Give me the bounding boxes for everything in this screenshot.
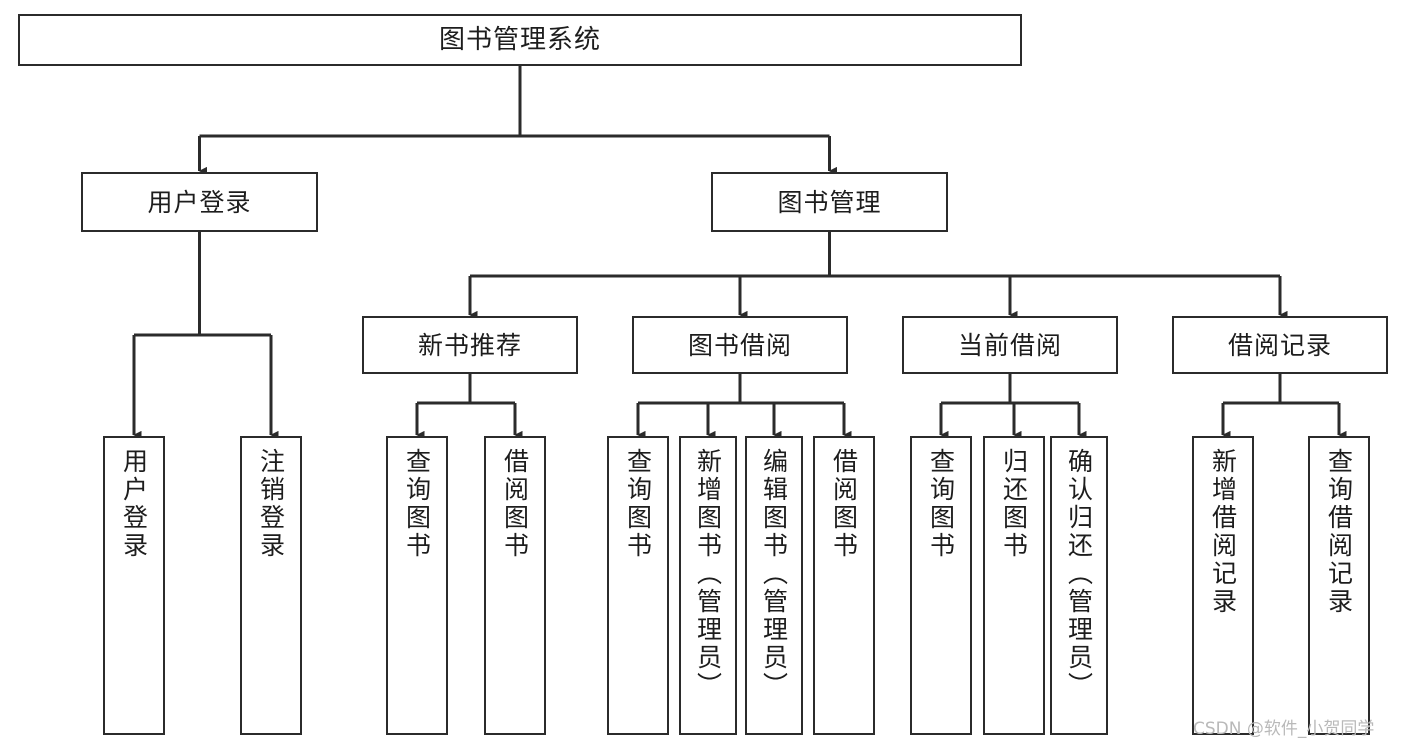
node-leaf-new-query[interactable]: 查询图书 (386, 436, 448, 735)
node-leaf-record-query[interactable]: 查询借阅记录 (1308, 436, 1370, 735)
node-records[interactable]: 借阅记录 (1172, 316, 1388, 374)
node-label-leaf-current-query: 查询图书 (926, 448, 956, 560)
node-leaf-borrow-edit[interactable]: 编辑图书（管理员） (745, 436, 803, 735)
node-label-login: 用户登录 (147, 187, 252, 217)
node-label-leaf-new-borrow: 借阅图书 (500, 448, 530, 560)
node-leaf-current-confirm[interactable]: 确认归还（管理员） (1050, 436, 1108, 735)
csdn-watermark: CSDN @软件_小贺同学 (1193, 719, 1375, 739)
node-label-borrow: 图书借阅 (687, 330, 792, 360)
node-label-leaf-user-login: 用户登录 (119, 448, 149, 560)
node-label-leaf-current-return: 归还图书 (999, 448, 1029, 560)
node-root[interactable]: 图书管理系统 (18, 14, 1022, 66)
node-bookmgmt[interactable]: 图书管理 (711, 172, 948, 232)
node-leaf-new-borrow[interactable]: 借阅图书 (484, 436, 546, 735)
node-label-leaf-borrow-query: 查询图书 (623, 448, 653, 560)
node-label-newbook: 新书推荐 (417, 330, 522, 360)
node-label-records: 借阅记录 (1227, 330, 1332, 360)
node-label-leaf-current-confirm: 确认归还（管理员） (1064, 448, 1094, 700)
node-current[interactable]: 当前借阅 (902, 316, 1118, 374)
node-label-current: 当前借阅 (957, 330, 1062, 360)
node-label-leaf-borrow-do: 借阅图书 (829, 448, 859, 560)
node-label-leaf-borrow-add: 新增图书（管理员） (693, 448, 723, 700)
node-leaf-borrow-do[interactable]: 借阅图书 (813, 436, 875, 735)
node-label-leaf-borrow-edit: 编辑图书（管理员） (759, 448, 789, 700)
connector-lines (132, 66, 1347, 440)
node-leaf-current-query[interactable]: 查询图书 (910, 436, 972, 735)
node-leaf-user-logout[interactable]: 注销登录 (240, 436, 302, 735)
node-newbook[interactable]: 新书推荐 (362, 316, 578, 374)
node-label-leaf-user-logout: 注销登录 (256, 448, 286, 560)
node-label-leaf-record-add: 新增借阅记录 (1208, 448, 1238, 616)
node-leaf-current-return[interactable]: 归还图书 (983, 436, 1045, 735)
node-label-bookmgmt: 图书管理 (777, 187, 882, 217)
node-borrow[interactable]: 图书借阅 (632, 316, 848, 374)
node-leaf-borrow-add[interactable]: 新增图书（管理员） (679, 436, 737, 735)
node-label-leaf-new-query: 查询图书 (402, 448, 432, 560)
node-leaf-user-login[interactable]: 用户登录 (103, 436, 165, 735)
node-leaf-record-add[interactable]: 新增借阅记录 (1192, 436, 1254, 735)
node-label-leaf-record-query: 查询借阅记录 (1324, 448, 1354, 616)
node-login[interactable]: 用户登录 (81, 172, 318, 232)
node-label-root: 图书管理系统 (438, 25, 601, 55)
node-leaf-borrow-query[interactable]: 查询图书 (607, 436, 669, 735)
